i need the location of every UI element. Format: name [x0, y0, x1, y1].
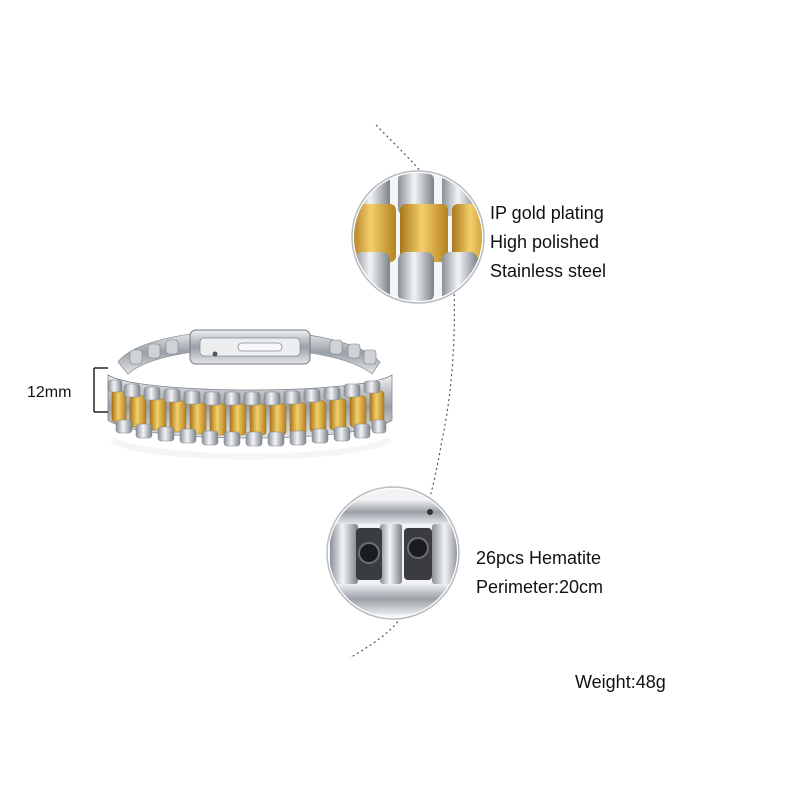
hematite-feature-text: 26pcs Hematite Perimeter:20cm [476, 549, 603, 607]
weight-label: Weight:48g [575, 672, 666, 692]
hematite-link-zoom-icon [326, 486, 460, 620]
gold-link-zoom-icon [351, 170, 485, 304]
gold-feature-line: Stainless steel [490, 261, 607, 281]
hematite-feature-line: 26pcs Hematite [476, 548, 602, 568]
width-label: 12mm [27, 384, 72, 401]
width-dimension-bracket [93, 367, 108, 413]
gold-feature-line: High polished [490, 232, 600, 252]
gold-feature-text: IP gold plating High polished Stainless … [490, 204, 606, 291]
bracelet-image [107, 329, 393, 460]
hematite-feature-line: Perimeter:20cm [476, 577, 604, 597]
gold-feature-line: IP gold plating [490, 203, 604, 223]
